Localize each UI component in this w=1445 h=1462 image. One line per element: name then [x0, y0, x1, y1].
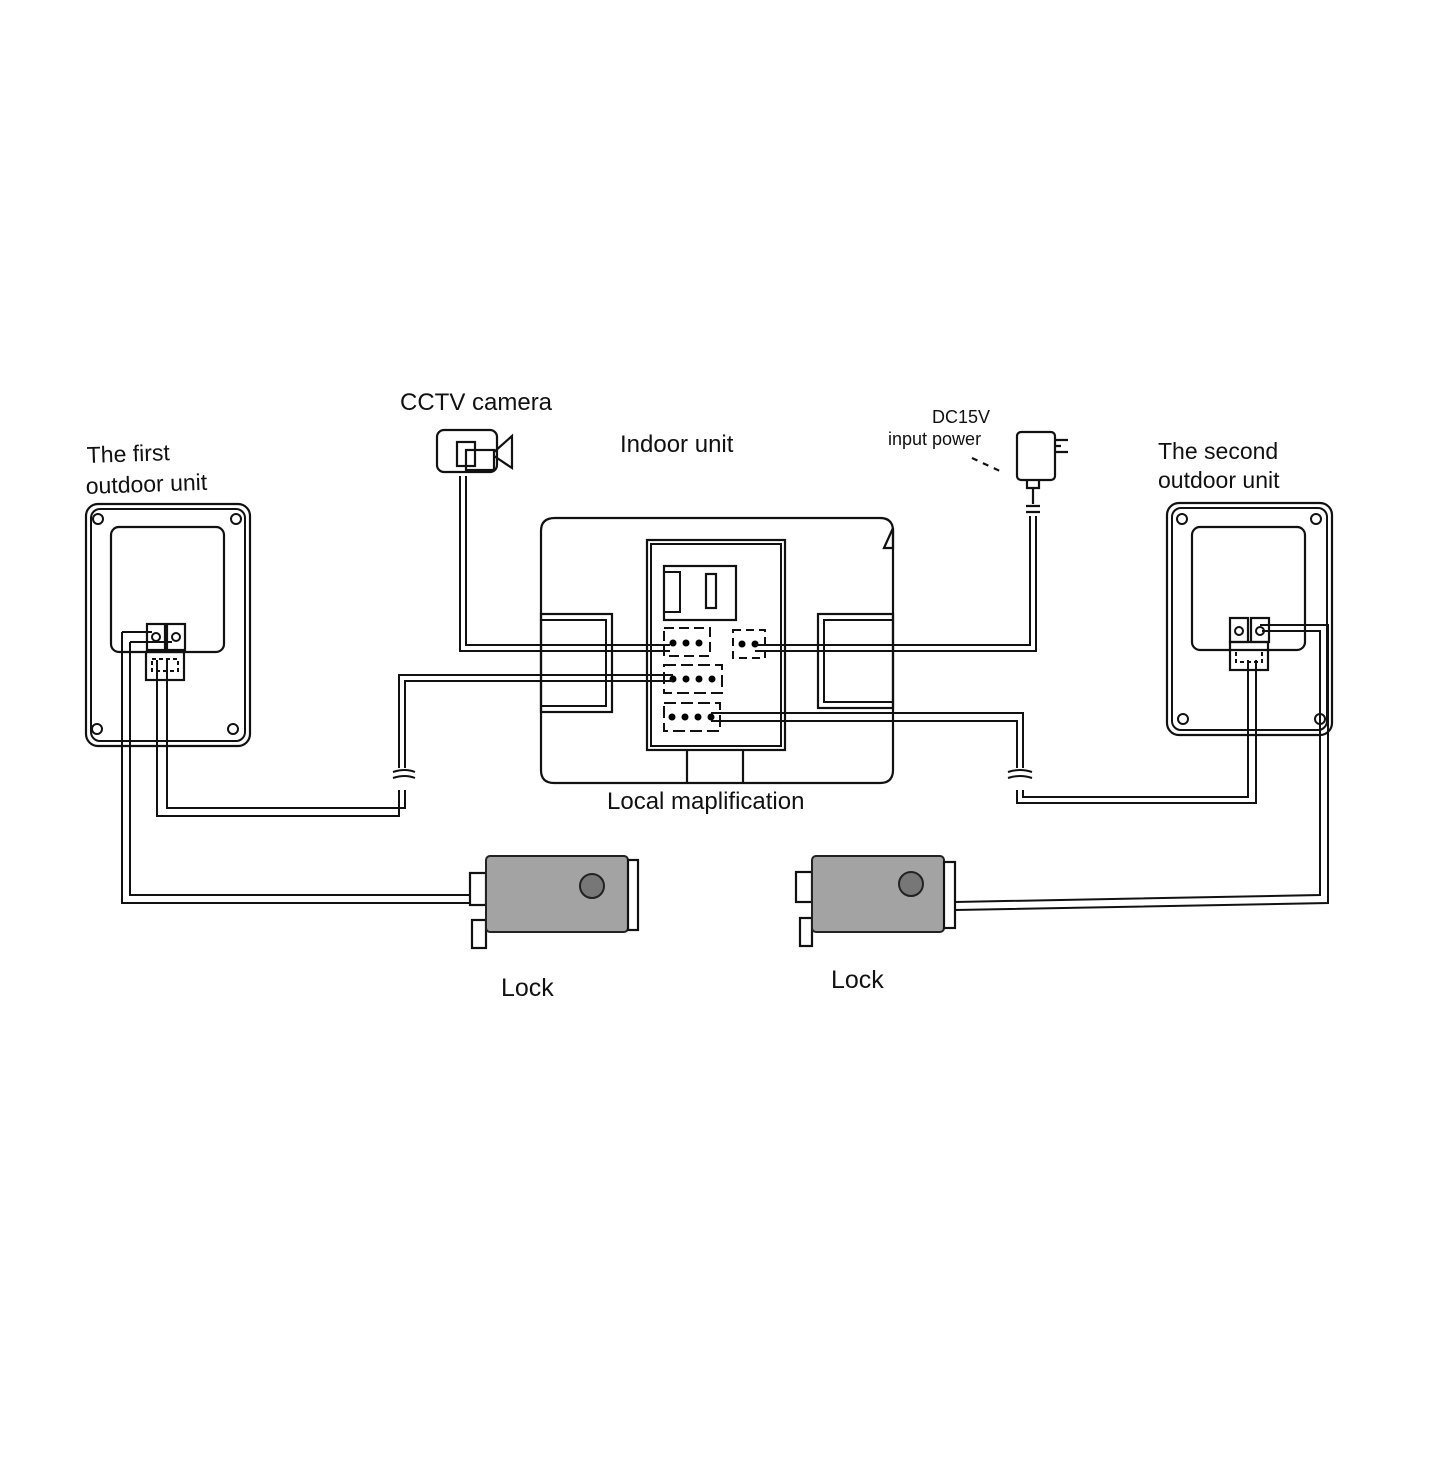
- connector-4pin-a: [663, 664, 723, 694]
- indoor-unit: [539, 516, 895, 785]
- outdoor1-wire-bottom: [156, 660, 406, 817]
- local-amplification-label: Local maplification: [607, 788, 804, 815]
- connector-4pin-b: [663, 702, 721, 732]
- dc15v-label: DC15V: [932, 407, 990, 427]
- second-outdoor-label-2: outdoor unit: [1158, 467, 1280, 493]
- second-outdoor-unit: [1165, 501, 1334, 737]
- outdoor2-wire-bottom: [1016, 660, 1257, 804]
- lock-right-icon: [794, 855, 957, 948]
- outdoor2-wire-top: [711, 712, 1024, 768]
- connector-3pin: [663, 627, 711, 657]
- lock-left-icon: [468, 855, 640, 950]
- input-power-label: input power: [888, 429, 981, 449]
- outdoor1-wire-top: [398, 674, 673, 768]
- lock-left-label: Lock: [501, 974, 554, 1002]
- cctv-camera-label: CCTV camera: [400, 389, 553, 416]
- wires: [121, 476, 1329, 911]
- power-adapter-icon: [971, 430, 1068, 514]
- first-outdoor-label-2: outdoor unit: [85, 469, 208, 499]
- power-wire: [755, 516, 1037, 652]
- outdoor2-lock-wire: [954, 624, 1329, 911]
- second-outdoor-label-1: The second: [1158, 438, 1278, 464]
- cctv-camera-icon: [435, 428, 514, 474]
- first-outdoor-label-1: The first: [86, 439, 171, 468]
- lock-right-label: Lock: [831, 966, 884, 994]
- outdoor1-lock-wire: [121, 631, 470, 904]
- indoor-unit-label: Indoor unit: [620, 431, 734, 458]
- camera-wire: [459, 476, 670, 652]
